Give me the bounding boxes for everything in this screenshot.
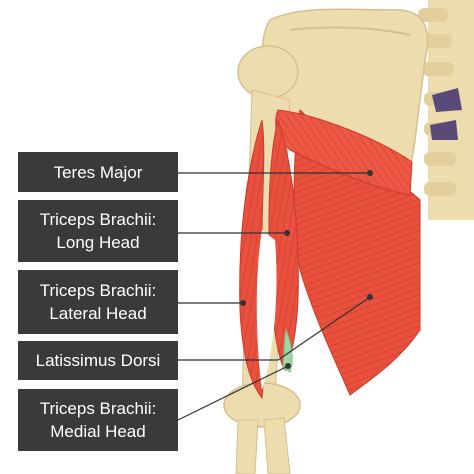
triceps-medial-head-muscle (282, 328, 293, 373)
label-triceps-lateral-line2: Lateral Head (49, 304, 147, 323)
pointer-dot-latissimus-dorsi (367, 294, 373, 300)
leader-line-triceps-medial (177, 365, 289, 421)
pointer-dot-triceps-lateral (240, 300, 246, 306)
label-teres-major: Teres Major (18, 152, 178, 192)
pointer-dots (240, 170, 373, 369)
elbow-bones (223, 382, 301, 474)
triceps-long-head-muscle (268, 118, 299, 371)
label-triceps-lateral-head: Triceps Brachii: Lateral Head (18, 270, 178, 334)
label-triceps-medial-line2: Medial Head (50, 422, 146, 441)
label-triceps-medial-line1: Triceps Brachii: (39, 399, 157, 418)
label-latissimus-dorsi-text: Latissimus Dorsi (35, 351, 161, 370)
pointer-dot-triceps-long (284, 230, 290, 236)
label-triceps-long-line2: Long Head (56, 233, 140, 252)
pointer-dot-triceps-medial (285, 363, 291, 369)
leader-line-latissimus-dorsi (178, 296, 371, 361)
leader-lines (177, 172, 371, 421)
label-latissimus-dorsi: Latissimus Dorsi (18, 341, 178, 380)
label-teres-major-text: Teres Major (53, 162, 143, 182)
label-triceps-long-head: Triceps Brachii: Long Head (18, 200, 178, 262)
pointer-dot-teres-major (367, 170, 373, 176)
label-triceps-long-line1: Triceps Brachii: (39, 210, 157, 229)
label-triceps-lateral-line1: Triceps Brachii: (39, 281, 157, 300)
label-triceps-medial-head: Triceps Brachii: Medial Head (18, 389, 178, 451)
